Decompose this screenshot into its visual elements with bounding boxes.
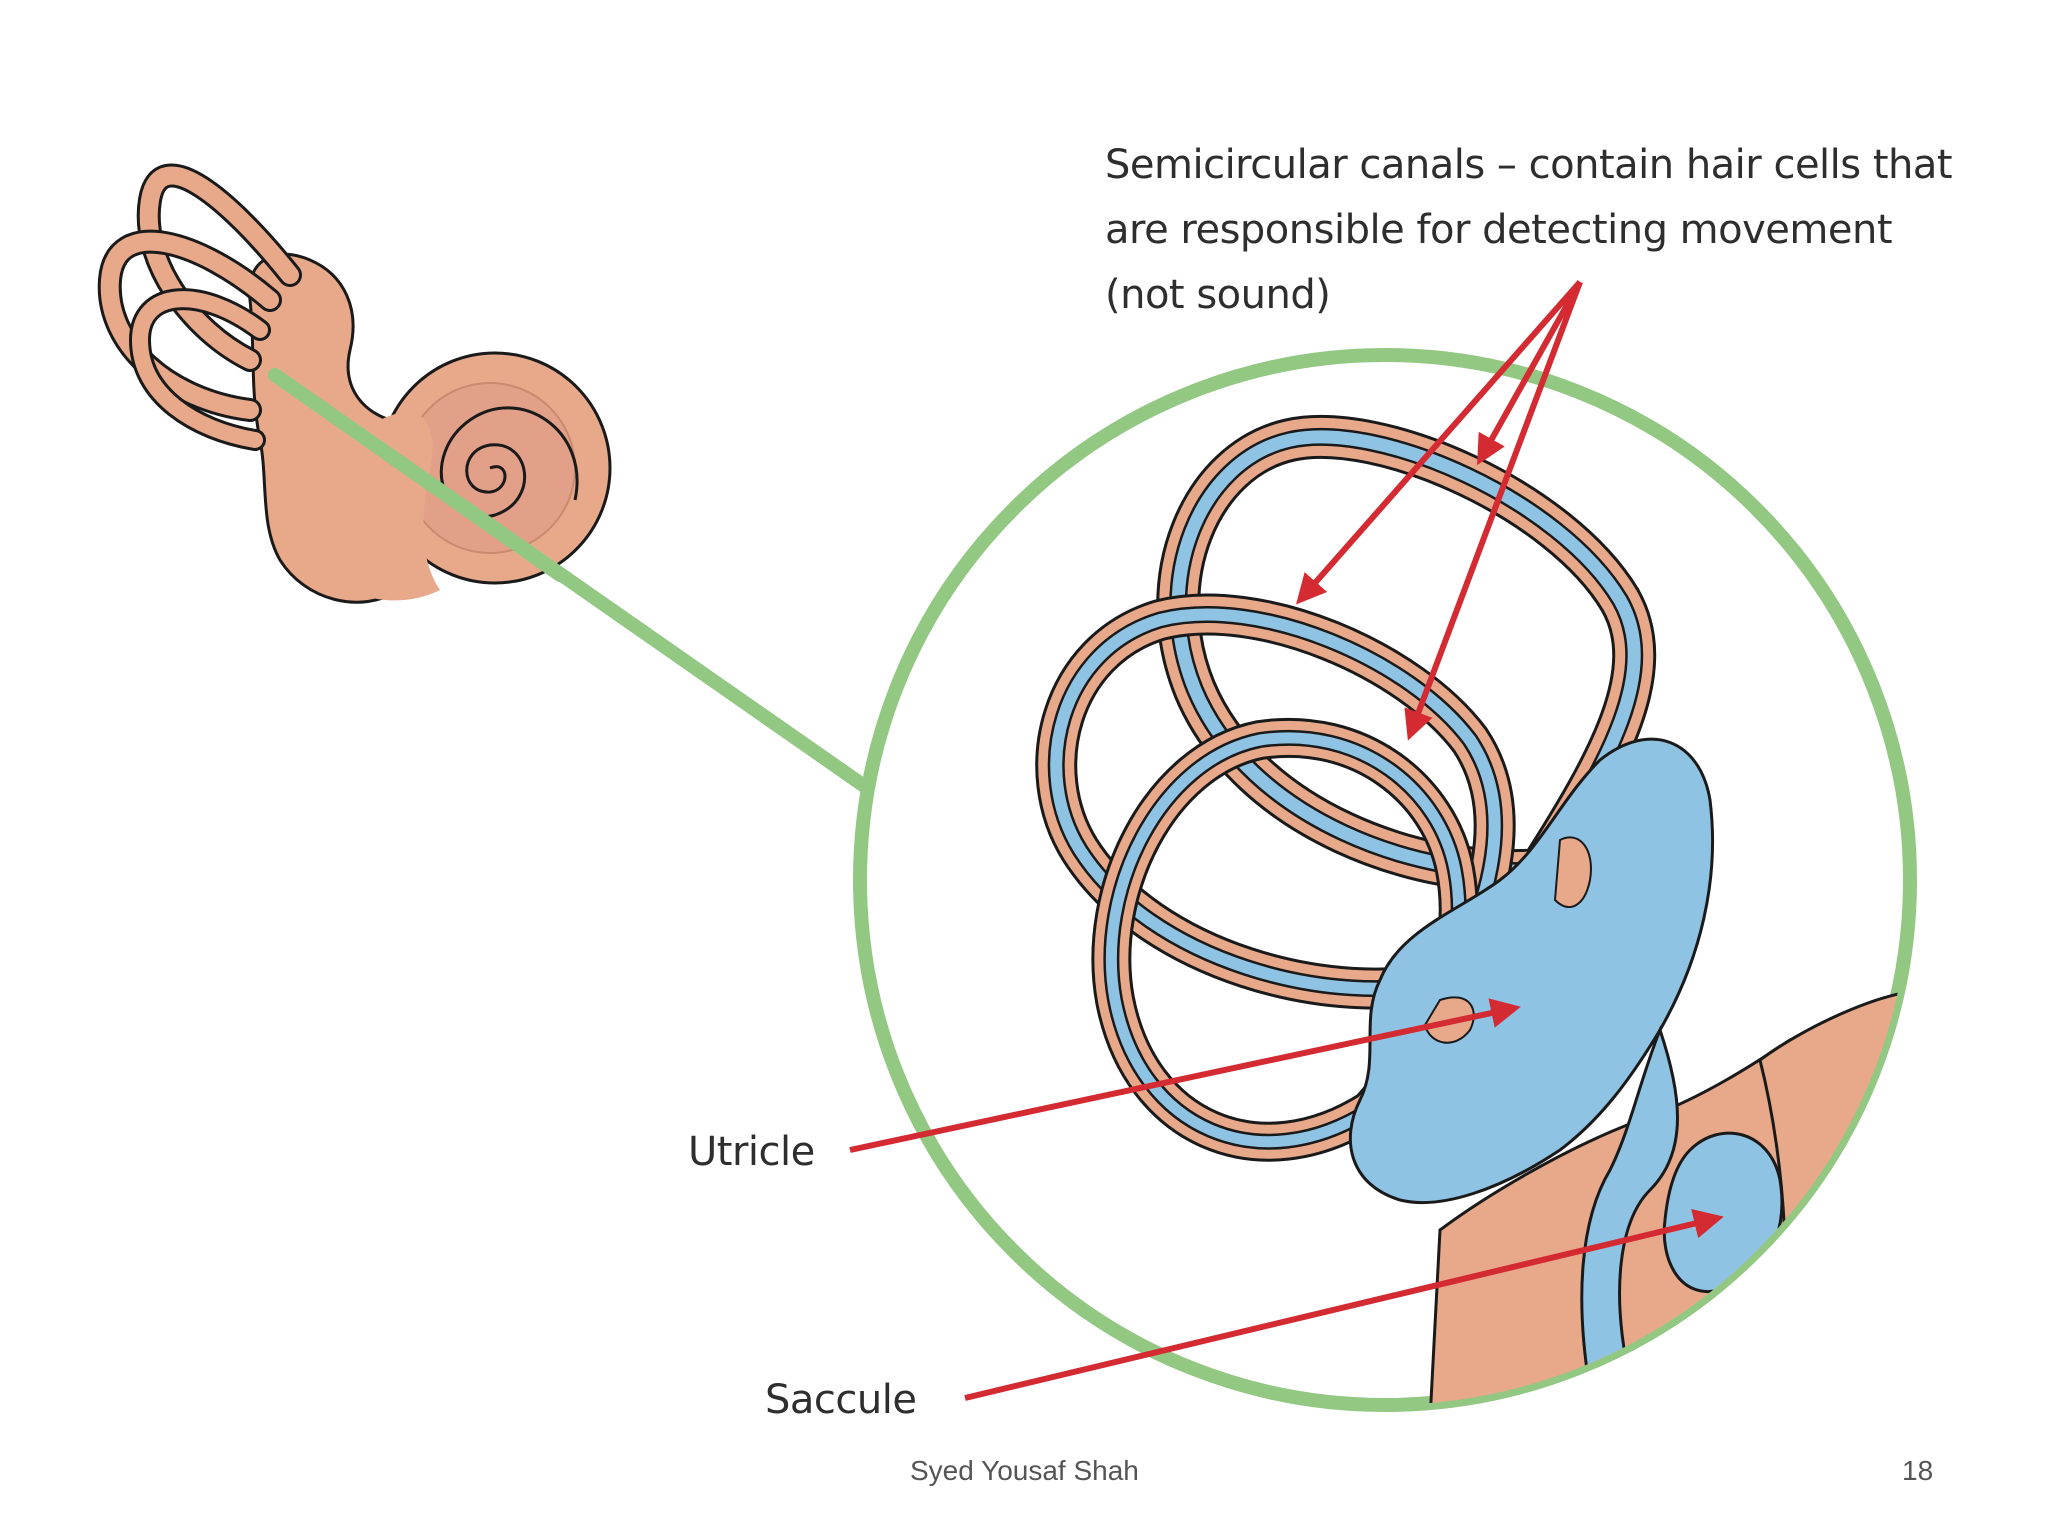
footer-author: Syed Yousaf Shah (910, 1455, 1139, 1486)
utricle-chamber (1348, 737, 1715, 1204)
canals-label-line-1: Semicircular canals – contain hair cells… (1105, 142, 1952, 188)
arrow-canal-2 (1477, 280, 1583, 466)
saccule-label: Saccule (765, 1377, 916, 1423)
arrow-canal-1 (1296, 280, 1583, 605)
arrow-saccule (964, 1208, 1724, 1401)
cochlea-spiral (440, 406, 579, 519)
inner-ear-overview (97, 163, 612, 604)
label-arrows (849, 280, 1724, 1401)
arrow-canal-3 (1404, 280, 1583, 741)
arrow-utricle (849, 998, 1521, 1153)
canals-label-line-2: are responsible for detecting movement (1105, 207, 1892, 253)
utricle-label: Utricle (688, 1129, 815, 1175)
outer-tissue-right (1758, 988, 1910, 1405)
canals-label-line-3: (not sound) (1105, 272, 1330, 318)
slide-page-number: 18 (1902, 1455, 1934, 1486)
